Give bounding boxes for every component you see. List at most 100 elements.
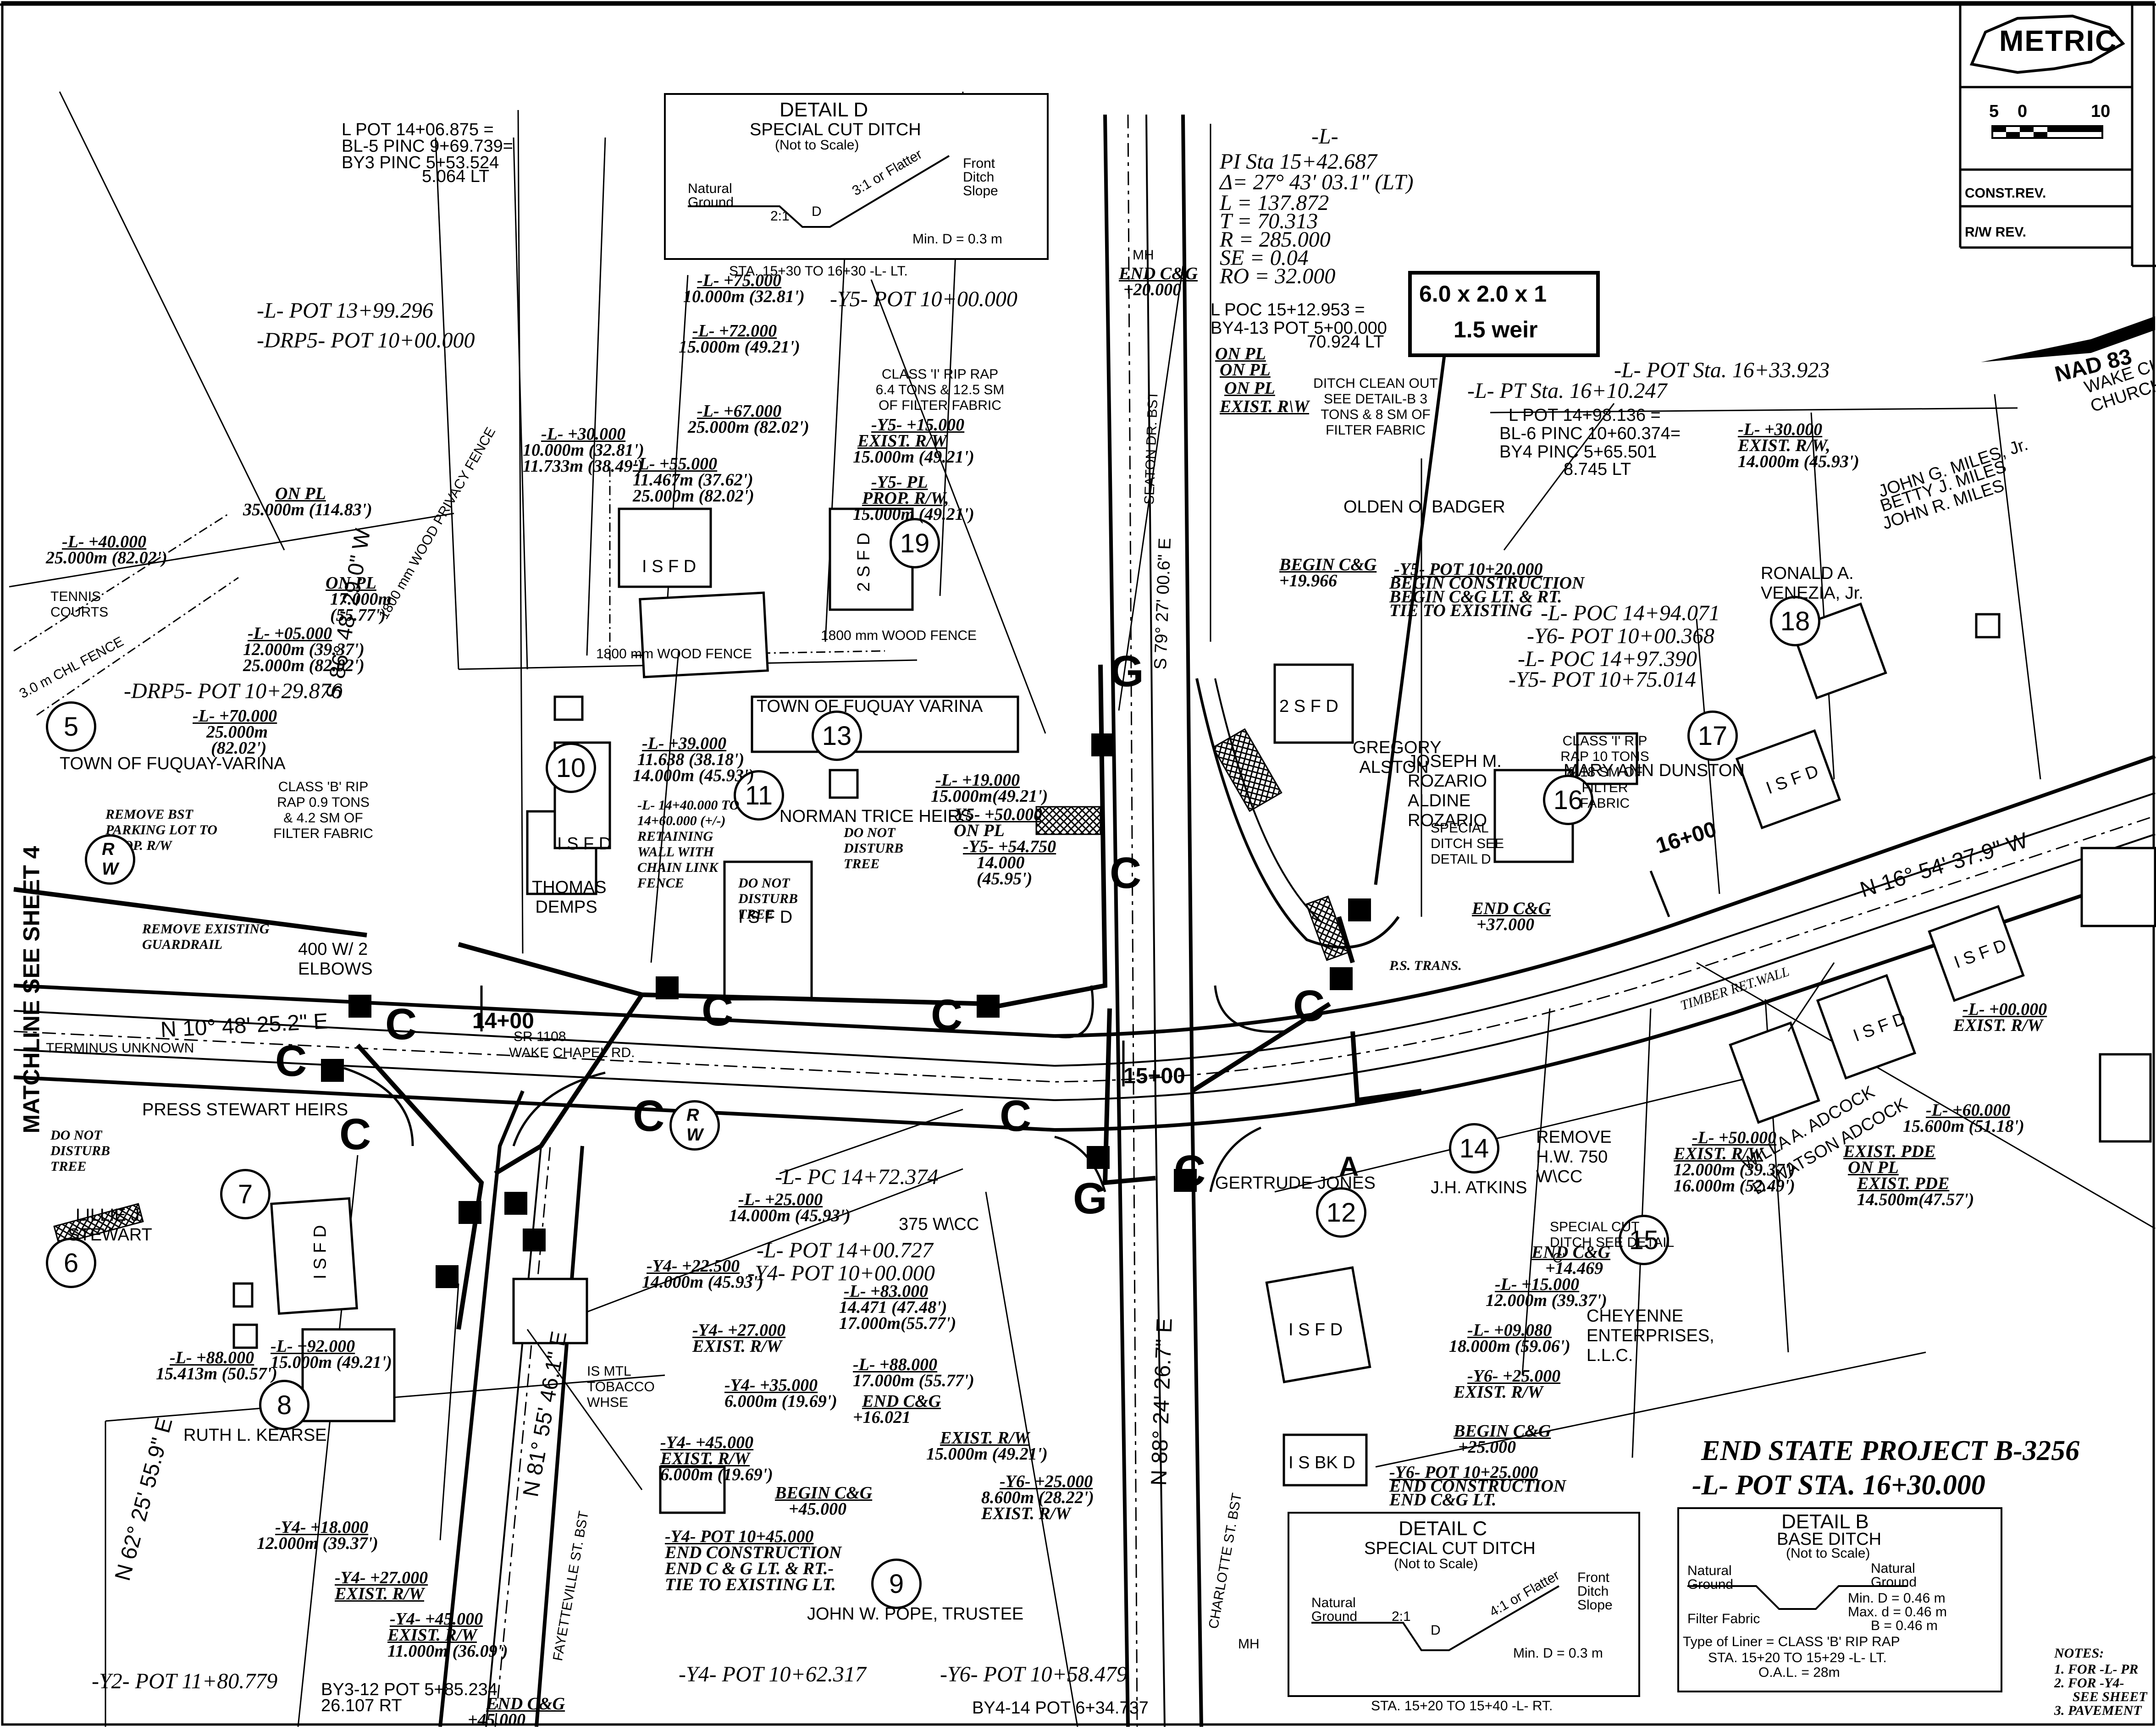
label-l70c: (82.02')	[211, 738, 267, 758]
scale-bar	[1991, 125, 2103, 139]
detail-b-title: DETAIL B	[1781, 1510, 1869, 1533]
detail-d-note: (Not to Scale)	[775, 138, 859, 153]
label-l50: -L- +50.000	[1692, 1128, 1777, 1147]
detail-c-note: (Not to Scale)	[1394, 1556, 1478, 1571]
label-endcg-l37b: +37.000	[1476, 915, 1535, 934]
label-y5plc: 15.000m (49.21')	[853, 505, 974, 524]
label-y6pot: -Y6- POT 10+00.368	[1527, 624, 1714, 648]
label-l25: -L- +25.000	[738, 1190, 823, 1209]
label-y4-22: -Y4- +22.500	[647, 1256, 740, 1276]
detail-b-note: (Not to Scale)	[1786, 1546, 1870, 1561]
label-lpt: -L- PT Sta. 16+10.247	[1467, 379, 1667, 403]
cut-marker: C	[1000, 1091, 1032, 1140]
label-onpl1: ON PL	[275, 484, 326, 503]
detail-c-natural: Natural	[1311, 1595, 1356, 1610]
label-mh-top: MH	[1133, 248, 1154, 263]
label-l75b: 10.000m (32.81')	[683, 287, 805, 306]
owner-9: JOHN W. POPE, TRUSTEE	[807, 1604, 1024, 1624]
label-y2pot: -Y2- POT 11+80.779	[92, 1669, 278, 1693]
fill-marker: A	[1339, 1151, 1359, 1182]
label-y4pot: -Y4- POT 10+00.000	[747, 1261, 935, 1285]
label-l39: -L- +39.000	[642, 734, 727, 753]
label-l50b: EXIST. R/W	[1674, 1144, 1763, 1163]
label-onpl3c: (55.77')	[330, 606, 386, 625]
parcel-11-number: 11	[734, 770, 784, 821]
label-bl5: BL-5 PINC 9+69.739=	[342, 137, 513, 156]
curve-delta: Δ= 27° 43' 03.1" (LT)	[1220, 170, 1414, 194]
label-lpoc1494: -L- POC 14+94.071	[1541, 601, 1720, 625]
building-isfd-2: I S F D	[738, 908, 793, 927]
detail-b-natural-l: Natural	[1687, 1563, 1732, 1578]
parcel-8-number: 8	[259, 1380, 310, 1430]
label-endcg-y6b: +14.469	[1545, 1259, 1603, 1278]
label-ripb: CLASS 'B' RIP RAP 0.9 TONS & 4.2 SM OF F…	[273, 779, 373, 841]
owner-17: MARY ANN DUNSTON	[1564, 761, 1745, 780]
detail-d-slope: 2:1	[770, 209, 790, 224]
building-isbkd: I S BK D	[1288, 1453, 1355, 1472]
label-begin1b: +19.966	[1279, 571, 1338, 590]
label-y5pot1075: -Y5- POT 10+75.014	[1509, 667, 1696, 692]
weir-box	[1408, 271, 1600, 357]
label-l30b: EXIST. R/W,	[1738, 436, 1830, 455]
label-retaining: -L- 14+40.000 TO 14+60.000 (+/-) RETAINI…	[637, 798, 740, 891]
detail-b-oal: O.A.L. = 28m	[1758, 1665, 1840, 1680]
label-endconst: END CONSTRUCTION	[665, 1543, 842, 1562]
parcel-5-number: 5	[46, 701, 96, 752]
curve-l: L = 137.872	[1220, 191, 1329, 215]
label-l83c: 17.000m(55.77')	[839, 1314, 956, 1333]
label-l05: -L- +05.000	[248, 624, 332, 643]
label-by414: BY4-14 POT 6+34.737	[972, 1698, 1149, 1718]
label-l83: -L- +83.000	[844, 1282, 929, 1301]
building-isfd-4: I S F D	[1288, 1320, 1343, 1339]
detail-d-ground: Ground	[688, 195, 734, 210]
cut-marker: C	[275, 1036, 307, 1085]
label-lpot13: -L- POT 13+99.296	[257, 298, 433, 323]
label-l05c: 25.000m (82.02')	[243, 656, 365, 675]
detail-b-sub: BASE DITCH	[1777, 1530, 1882, 1549]
label-mh-bottom: MH	[1238, 1636, 1260, 1652]
label-tieexist2: TIE TO EXISTING LT.	[665, 1575, 836, 1594]
label-y4-45x: -Y4- +45.000	[390, 1609, 483, 1629]
label-y5-54: -Y5- +54.750	[963, 837, 1056, 856]
label-l55: -L- +55.000	[633, 454, 718, 474]
label-endcg-bottom: END C&G	[486, 1694, 565, 1713]
label-lpot16: -L- POT Sta. 16+33.923	[1614, 358, 1830, 382]
curve-pi: PI Sta 15+42.687	[1220, 149, 1377, 174]
label-l50c: 12.000m (39.37')	[1674, 1160, 1795, 1179]
label-lpc: -L- PC 14+72.374	[775, 1165, 939, 1189]
detail-c-sta: STA. 15+20 TO 15+40 -L- RT.	[1371, 1698, 1553, 1713]
parcel-12-number: 12	[1316, 1187, 1366, 1238]
label-existrw2: EXIST. R\W	[1220, 397, 1310, 416]
label-l0: -L- +00.000	[1963, 1000, 2047, 1019]
label-y4-45b: EXIST. R/W	[660, 1449, 750, 1468]
title-block	[1959, 5, 2156, 267]
detail-c-title: DETAIL C	[1399, 1517, 1487, 1540]
label-onpl1b: 35.000m (114.83')	[243, 500, 372, 519]
label-l39c: 14.000m (45.93')	[633, 766, 754, 785]
parcel-9-number: 9	[871, 1559, 922, 1609]
building-isfd-3: I S F D	[557, 834, 612, 854]
metric-logo: METRIC	[1999, 24, 2117, 57]
label-exist-pde2: EXIST. PDE	[1857, 1174, 1950, 1193]
label-olden: OLDEN O. BADGER	[1343, 497, 1505, 517]
label-y5pl: -Y5- PL	[871, 473, 928, 492]
parcel-17-number: 17	[1687, 711, 1738, 761]
cut-marker: C	[702, 986, 734, 1035]
label-l88x: -L- +88.000	[853, 1355, 938, 1374]
label-ripi: CLASS 'I' RIP RAP 6.4 TONS & 12.5 SM OF …	[875, 367, 1005, 413]
label-woodfence2: 1800 mm WOOD FENCE	[821, 628, 977, 643]
label-endcg1: END C&G	[1119, 264, 1198, 283]
label-y4-22b: 14.000m (45.93')	[642, 1273, 763, 1292]
label-by3: BY3 PINC 5+53.524	[342, 153, 499, 172]
detail-b-max-d: Max. d = 0.46 m	[1848, 1604, 1947, 1620]
label-y4-45xc: 11.000m (36.09')	[387, 1642, 508, 1661]
station-ticks	[480, 871, 1670, 1086]
label-y5plb: PROP. R/W,	[862, 489, 949, 508]
label-y4-27b: EXIST. R/W	[692, 1337, 782, 1356]
label-y5-50b: ON PL	[954, 821, 1005, 840]
label-y4-45xb: EXIST. R/W	[387, 1625, 477, 1645]
label-y5-15: -Y5- +15.000	[871, 415, 965, 435]
label-l88: -L- +88.000	[170, 1348, 254, 1367]
detail-b-min-d: Min. D = 0.46 m	[1848, 1591, 1946, 1606]
